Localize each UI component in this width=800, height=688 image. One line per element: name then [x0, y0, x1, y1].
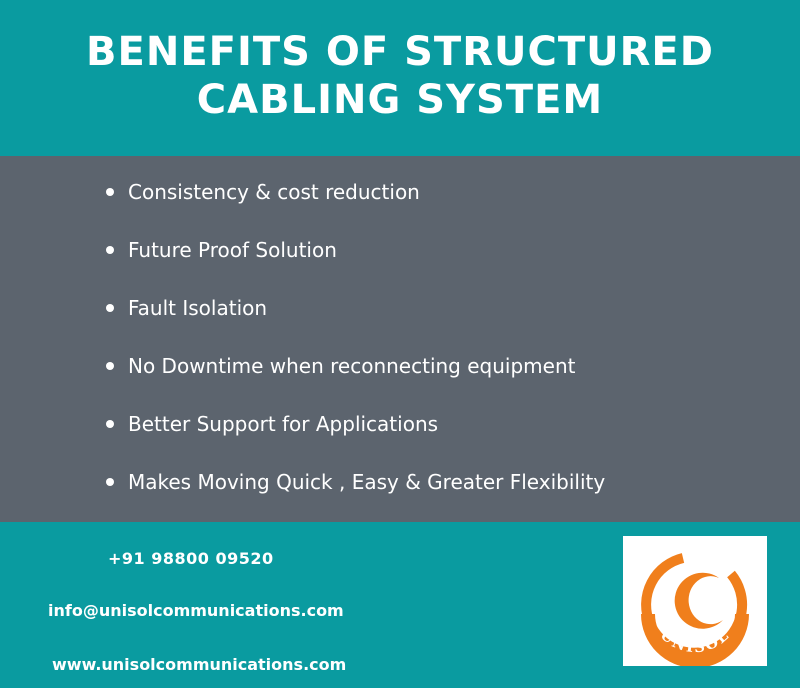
bullet-icon: [106, 477, 114, 486]
title-line-2: CABLING SYSTEM: [196, 77, 604, 123]
contact-band: +91 98800 09520 info@unisolcommunication…: [0, 522, 800, 688]
header-band: BENEFITS OF STRUCTURED CABLING SYSTEM: [0, 0, 800, 156]
benefit-text: Consistency & cost reduction: [128, 180, 420, 204]
email-address[interactable]: info@unisolcommunications.com: [48, 601, 344, 620]
benefit-text: Fault Isolation: [128, 296, 268, 320]
bullet-icon: [106, 419, 114, 428]
benefit-text: No Downtime when reconnecting equipment: [128, 354, 576, 378]
benefit-item: No Downtime when reconnecting equipment: [106, 354, 575, 378]
phone-number[interactable]: +91 98800 09520: [108, 549, 274, 568]
benefit-text: Better Support for Applications: [128, 412, 439, 436]
title-line-1: BENEFITS OF STRUCTURED: [86, 29, 714, 75]
page-title: BENEFITS OF STRUCTURED CABLING SYSTEM: [0, 28, 800, 124]
benefit-item: Fault Isolation: [106, 296, 267, 320]
benefits-panel: Consistency & cost reduction Future Proo…: [0, 156, 800, 522]
benefit-item: Future Proof Solution: [106, 238, 337, 262]
bullet-icon: [106, 303, 114, 312]
benefit-item: Consistency & cost reduction: [106, 180, 420, 204]
bullet-icon: [106, 187, 114, 196]
logo-icon: UNISOL: [641, 553, 749, 666]
benefit-item: Makes Moving Quick , Easy & Greater Flex…: [106, 470, 605, 494]
bullet-icon: [106, 245, 114, 254]
website-link[interactable]: www.unisolcommunications.com: [52, 655, 347, 674]
benefit-text: Future Proof Solution: [128, 238, 337, 262]
unisol-logo: UNISOL: [623, 536, 767, 666]
benefit-item: Better Support for Applications: [106, 412, 438, 436]
benefit-text: Makes Moving Quick , Easy & Greater Flex…: [128, 470, 606, 494]
bullet-icon: [106, 361, 114, 370]
